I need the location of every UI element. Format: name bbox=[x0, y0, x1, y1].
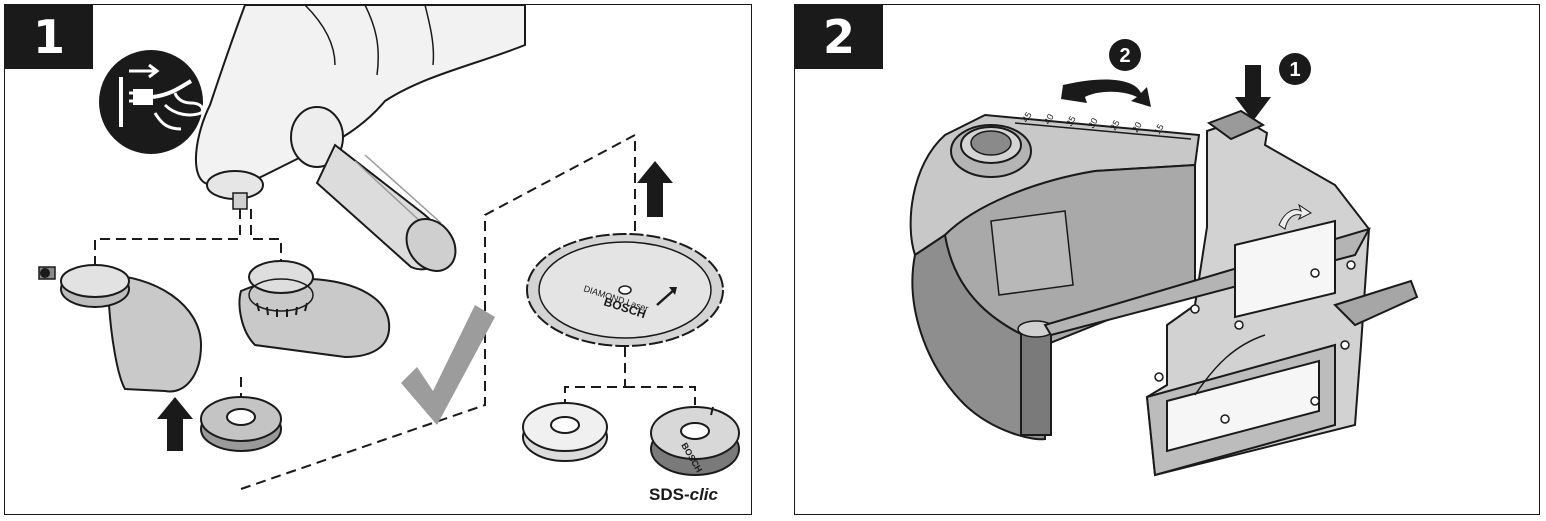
angle-scale: 45 40 35 30 25 20 15 bbox=[1020, 110, 1166, 136]
quick-clamping-nut: BOSCH bbox=[650, 406, 740, 476]
svg-text:40: 40 bbox=[1042, 112, 1056, 126]
angle-grinder bbox=[194, 5, 526, 272]
up-arrow-right-icon bbox=[637, 161, 673, 217]
svg-text:25: 25 bbox=[1108, 118, 1122, 132]
unplug-warning-icon bbox=[99, 50, 205, 154]
svg-text:35: 35 bbox=[1064, 114, 1078, 128]
step-2-illustration: 2 1 45 40 35 30 bbox=[909, 39, 1419, 477]
step-1-illustration: BOSCH DIAMOND Laser BOSCH bbox=[38, 5, 740, 490]
svg-text:2: 2 bbox=[1119, 45, 1130, 67]
rotate-left-arrow-icon bbox=[1061, 79, 1151, 107]
press-down-arrow-icon bbox=[1235, 65, 1271, 121]
step-1-number: 1 bbox=[5, 5, 93, 69]
checkmark-icon bbox=[401, 305, 495, 425]
svg-text:20: 20 bbox=[1130, 120, 1144, 134]
callout-2: 2 bbox=[1109, 39, 1141, 71]
up-arrow-left-icon bbox=[157, 397, 193, 451]
step-1-panel: 1 bbox=[4, 4, 752, 515]
sds-clic-label: SDS-clic bbox=[649, 485, 718, 504]
svg-text:30: 30 bbox=[1086, 116, 1100, 130]
diamond-cutting-disc: BOSCH DIAMOND Laser bbox=[526, 233, 724, 347]
step-2-panel: 2 2 1 45 bbox=[794, 4, 1540, 515]
clamping-nut bbox=[522, 402, 608, 462]
side-handle bbox=[290, 106, 457, 272]
svg-text:15: 15 bbox=[1152, 122, 1166, 136]
svg-text:45: 45 bbox=[1020, 110, 1034, 124]
callout-1: 1 bbox=[1279, 53, 1311, 85]
old-guard bbox=[38, 264, 203, 393]
step-2-number: 2 bbox=[795, 5, 883, 69]
svg-text:1: 1 bbox=[1289, 59, 1300, 81]
new-guard bbox=[238, 260, 391, 359]
guide-sled bbox=[1043, 109, 1419, 477]
flange-nut bbox=[200, 396, 282, 452]
cutting-guard: 45 40 35 30 25 20 15 bbox=[909, 110, 1201, 441]
assembly-lines bbox=[94, 133, 696, 490]
